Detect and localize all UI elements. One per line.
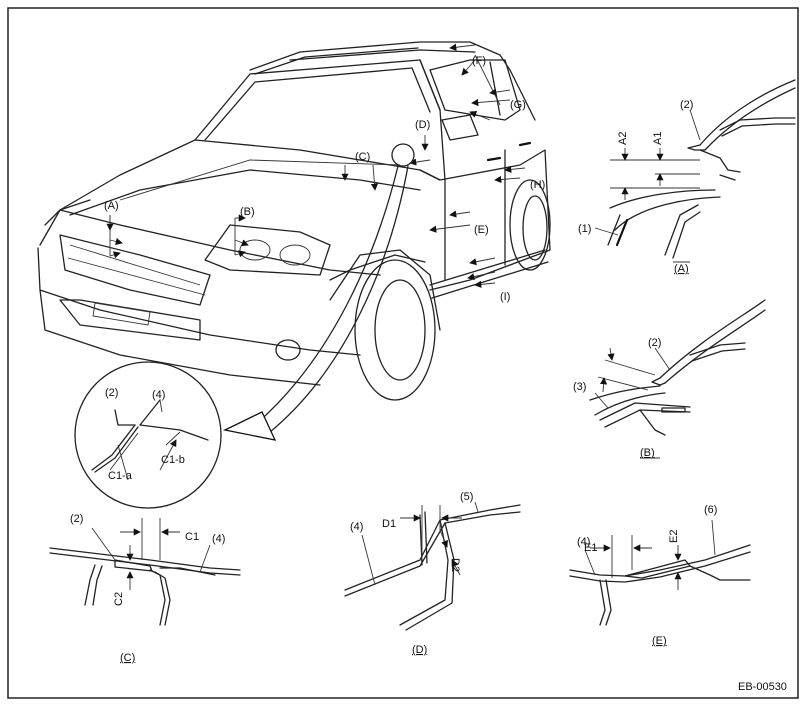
detail-b	[589, 299, 766, 459]
car-label-d: (D)	[415, 119, 430, 131]
detail-e-part4: (4)	[577, 536, 590, 548]
detail-b-part2: (2)	[648, 337, 661, 349]
car-label-h: (H)	[530, 179, 545, 191]
car-callout-arrows	[106, 43, 526, 288]
zoom-source-circle	[391, 143, 415, 167]
detail-c-part2: (2)	[70, 513, 83, 525]
detail-e	[569, 519, 751, 626]
detail-d-dim2: D2	[449, 558, 461, 572]
detail-a-dim-a2: A2	[617, 132, 629, 145]
detail-c-part4: (4)	[212, 533, 225, 545]
detail-a-part1: (1)	[578, 223, 591, 235]
detail-a-part2: (2)	[680, 99, 693, 111]
detail-a-dim-a1: A1	[652, 132, 664, 145]
car-label-i: (I)	[500, 291, 510, 303]
detail-b-caption: (B)	[640, 447, 655, 459]
detail-a-caption: (A)	[674, 263, 689, 275]
zoom-arrow-inner	[269, 165, 409, 433]
detail-d-part4: (4)	[350, 521, 363, 533]
detail-d-caption: (D)	[412, 644, 427, 656]
figure-frame	[7, 7, 799, 699]
car-label-e: (E)	[474, 224, 489, 236]
car-drawing	[37, 41, 551, 401]
detail-d-dim1: D1	[382, 518, 396, 530]
detail-a	[594, 79, 796, 263]
detail-e-dim2: E2	[668, 530, 680, 543]
zoom-arrow-head	[222, 411, 277, 441]
car-label-g: (G)	[510, 99, 526, 111]
zoom-label-part2: (2)	[105, 387, 118, 399]
car-label-a: (A)	[104, 200, 119, 212]
zoom-dim-c1b: C1-b	[161, 454, 185, 466]
detail-d	[344, 501, 521, 631]
zoom-circle-detail	[74, 361, 222, 509]
detail-e-caption: (E)	[652, 635, 667, 647]
car-label-b: (B)	[240, 206, 255, 218]
detail-c-dim2: C2	[113, 592, 125, 606]
detail-c-caption: (C)	[120, 652, 135, 664]
detail-c-dim1: C1	[185, 531, 199, 543]
car-label-f: (F)	[472, 55, 486, 67]
detail-b-part3: (3)	[573, 381, 586, 393]
zoom-label-part4: (4)	[152, 389, 165, 401]
zoom-dim-c1a: C1-a	[108, 470, 133, 482]
detail-e-dim1: E1	[584, 542, 597, 554]
detail-d-part5: (5)	[460, 491, 473, 503]
detail-c	[49, 518, 241, 626]
zoom-arrow-outer	[254, 165, 399, 426]
figure-code: EB-00530	[738, 681, 787, 693]
car-label-c: (C)	[355, 151, 370, 163]
detail-e-part6: (6)	[704, 504, 717, 516]
